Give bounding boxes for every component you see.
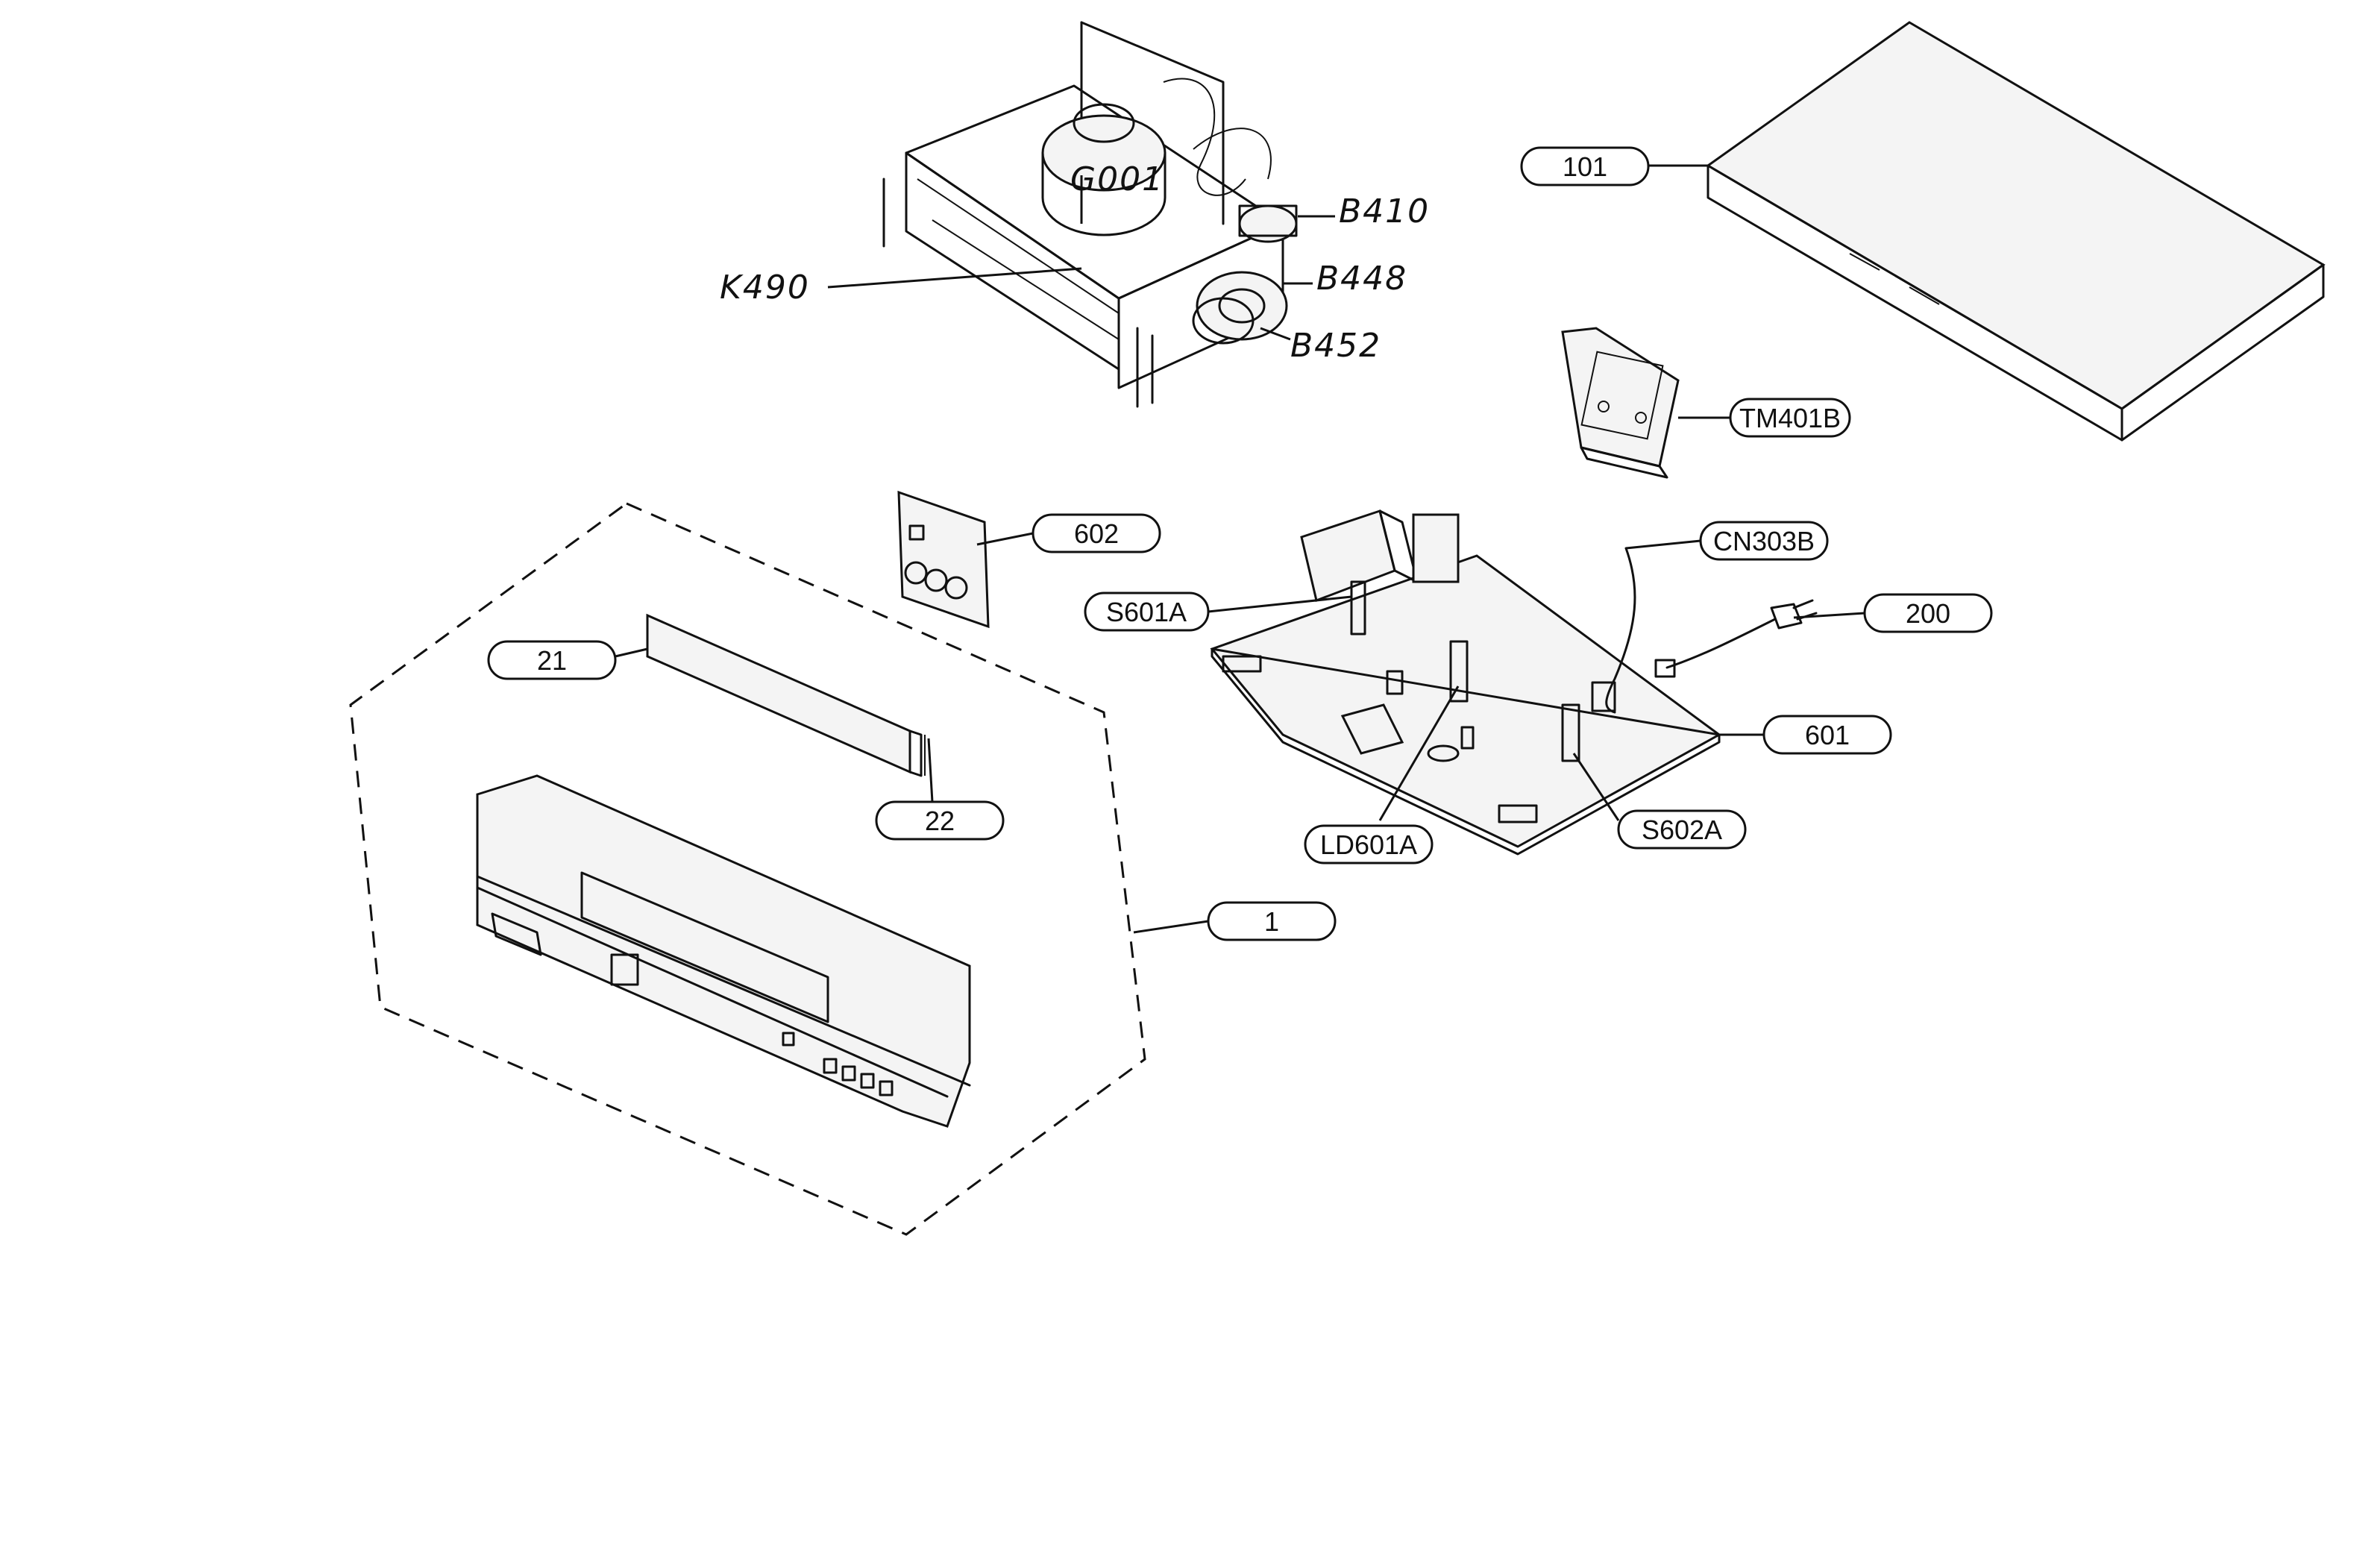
label-main-board: 601 bbox=[1762, 715, 1892, 755]
label-b410: B410 bbox=[1339, 192, 1430, 230]
label-tuner: TM401B bbox=[1729, 398, 1851, 438]
main-pcb bbox=[1210, 509, 1721, 856]
label-power-cord-text: 200 bbox=[1906, 598, 1950, 629]
label-front-panel: 1 bbox=[1207, 901, 1337, 941]
label-door-text: 21 bbox=[537, 645, 567, 676]
label-front-panel-text: 1 bbox=[1264, 906, 1279, 937]
deck-mechanism bbox=[882, 21, 1298, 408]
label-tuner-text: TM401B bbox=[1739, 403, 1841, 433]
tuner-module bbox=[1561, 327, 1680, 479]
label-switch-b: S602A bbox=[1617, 809, 1747, 850]
label-power-cord: 200 bbox=[1863, 593, 1993, 633]
label-cover-text: 101 bbox=[1563, 151, 1607, 182]
av-board bbox=[897, 490, 990, 629]
power-cord bbox=[1654, 599, 1818, 678]
label-drum: G001 bbox=[1070, 160, 1164, 198]
label-b448: B448 bbox=[1316, 260, 1407, 298]
label-switch-b-text: S602A bbox=[1642, 815, 1722, 845]
label-cover: 101 bbox=[1520, 146, 1650, 186]
top-cover bbox=[1706, 21, 2326, 442]
label-b452: B452 bbox=[1290, 327, 1381, 365]
label-av-board: 602 bbox=[1032, 513, 1161, 553]
label-led: LD601A bbox=[1304, 824, 1434, 865]
label-mech: K490 bbox=[720, 269, 810, 307]
front-panel-group bbox=[349, 502, 1146, 1236]
cn303b-wire bbox=[1591, 547, 1636, 714]
label-door-spring: 22 bbox=[875, 800, 1005, 841]
leader-lines bbox=[615, 164, 1865, 934]
label-switch-a-text: S601A bbox=[1106, 597, 1187, 627]
label-main-board-text: 601 bbox=[1805, 720, 1850, 750]
label-door-spring-text: 22 bbox=[925, 806, 955, 836]
label-switch-a: S601A bbox=[1084, 592, 1210, 632]
label-av-board-text: 602 bbox=[1074, 518, 1119, 549]
label-led-text: LD601A bbox=[1320, 829, 1417, 860]
label-connector-text: CN303B bbox=[1713, 526, 1815, 556]
label-connector: CN303B bbox=[1699, 521, 1829, 561]
label-door: 21 bbox=[487, 640, 617, 680]
